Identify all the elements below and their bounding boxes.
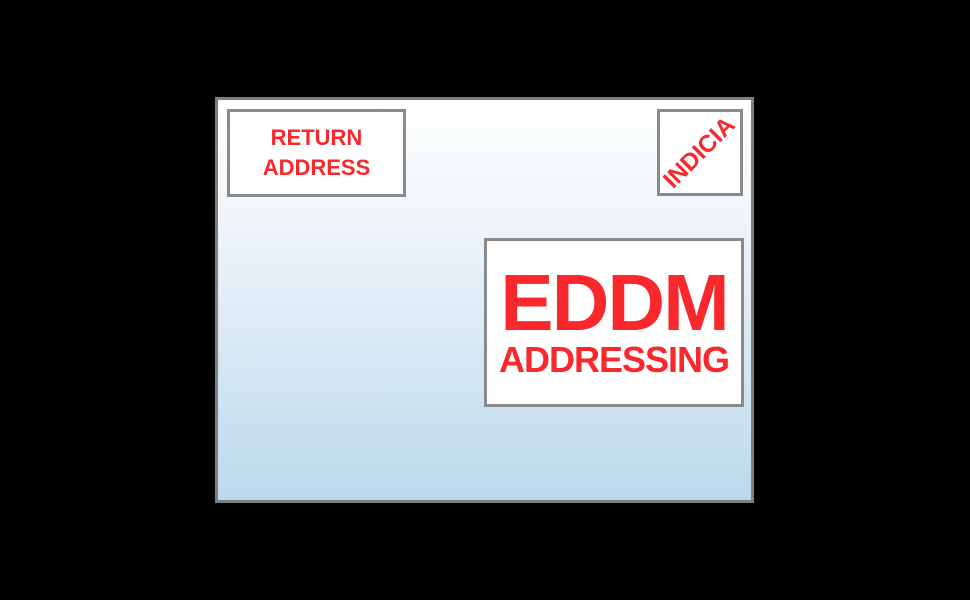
eddm-subtitle: ADDRESSING xyxy=(498,338,730,380)
return-address-line2: ADDRESS xyxy=(262,155,371,180)
eddm-title: EDDM xyxy=(500,257,730,347)
return-address-box: RETURN ADDRESS xyxy=(227,109,406,197)
eddm-addressing-box: EDDM ADDRESSING xyxy=(484,238,744,407)
indicia-label: INDICIA xyxy=(658,111,741,194)
envelope-mailer: RETURN ADDRESS INDICIA EDDM ADDRESSING xyxy=(215,97,754,503)
return-address-line1: RETURN xyxy=(270,125,363,150)
indicia-box: INDICIA xyxy=(657,109,743,196)
